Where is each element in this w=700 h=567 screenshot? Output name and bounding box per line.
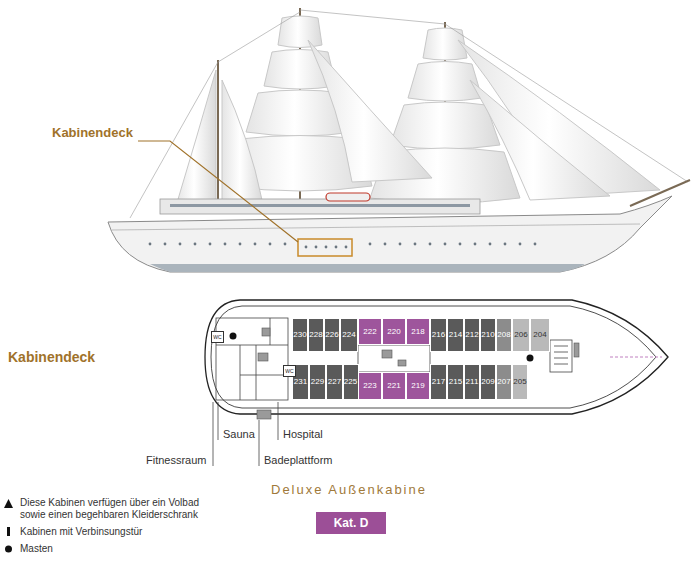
cabin-number: 215 [449, 378, 462, 386]
cabin-box: 205 [512, 364, 528, 400]
cabin-number: 204 [533, 331, 546, 339]
cabin-number: 231 [294, 378, 307, 386]
cabin-number: 227 [328, 378, 341, 386]
cabin-box: 228 [308, 318, 324, 352]
legend-bar [7, 527, 10, 536]
category-text: Kat. D [334, 517, 369, 529]
room-label: WC [285, 369, 293, 374]
cabin-box: 209 [480, 364, 496, 400]
legend-item: Kabinen mit Verbinsungstür [20, 526, 142, 538]
cabin-box: 222 [358, 318, 382, 345]
category-badge: Kat. D [316, 512, 386, 534]
cabin-number: 208 [497, 331, 510, 339]
cabin-number: 225 [344, 378, 357, 386]
cabin-number: 224 [342, 331, 355, 339]
cabin-box: 227 [326, 364, 343, 400]
wc-box: WC [211, 331, 224, 343]
callout-label: Kabinendeck [52, 126, 133, 141]
cabin-box: 219 [406, 372, 430, 400]
cabin-number: 218 [411, 328, 424, 336]
deck-rooms [216, 318, 572, 400]
category-title: Deluxe Außenkabine [271, 483, 427, 498]
cabin-box: 223 [358, 372, 382, 400]
cabin-box: 208 [496, 318, 512, 352]
room-label: Badeplattform [264, 454, 332, 467]
legend-item: Diese Kabinen verfügen über ein Volbad s… [20, 497, 210, 521]
room-label: Fitnessraum [146, 454, 207, 467]
legend-dot [5, 546, 12, 553]
leader-line [138, 141, 298, 242]
cabin-box: 217 [430, 364, 447, 400]
room-label: Hospital [283, 428, 323, 441]
cabin-number: 207 [497, 378, 510, 386]
cabin-box: 225 [343, 364, 359, 400]
legend-text: Diese Kabinen verfügen über ein Volbad s… [20, 497, 199, 520]
legend-triangle [4, 499, 13, 508]
cabin-number: 210 [481, 331, 494, 339]
cabin-box: 218 [406, 318, 430, 345]
hull [108, 180, 690, 272]
rigging [130, 10, 688, 218]
sails [176, 16, 660, 206]
room-label: WC [213, 335, 221, 340]
deck-label: Kabinendeck [8, 349, 95, 365]
deck-highlight [298, 239, 352, 256]
legend-text: Kabinen mit Verbinsungstür [20, 526, 142, 537]
cabin-box: 230 [292, 318, 308, 352]
cabin-number: 214 [449, 331, 462, 339]
cabin-number: 221 [387, 382, 400, 390]
cabin-box: 210 [480, 318, 496, 352]
cabin-box: 214 [447, 318, 464, 352]
cabin-number: 206 [514, 331, 527, 339]
cabin-box: 216 [430, 318, 447, 352]
cabin-number: 220 [387, 328, 400, 336]
cabin-number: 219 [411, 382, 424, 390]
cabin-number: 226 [325, 331, 338, 339]
cabin-box: 206 [512, 318, 530, 352]
cabin-number: 222 [363, 328, 376, 336]
cabin-number: 216 [432, 331, 445, 339]
cabin-number: 229 [311, 378, 324, 386]
cabin-box: 220 [382, 318, 406, 345]
deck-plan-outline [205, 300, 668, 414]
cabin-box: 212 [464, 318, 480, 352]
cabin-box: 221 [382, 372, 406, 400]
cabin-box: 229 [309, 364, 326, 400]
room-label: Sauna [223, 428, 255, 441]
cabin-number: 212 [465, 331, 478, 339]
wc-box: WC [283, 365, 296, 377]
cabin-box: 207 [496, 364, 512, 400]
cabin-number: 230 [293, 331, 306, 339]
cabin-number: 211 [466, 378, 479, 386]
cabin-number: 205 [513, 378, 526, 386]
cabin-box: 204 [530, 318, 550, 352]
cabin-number: 209 [481, 378, 494, 386]
cabin-number: 217 [432, 378, 445, 386]
legend-item: Masten [20, 543, 53, 555]
cabin-number: 223 [363, 382, 376, 390]
cabin-number: 228 [309, 331, 322, 339]
legend-text: Masten [20, 543, 53, 554]
cabin-box: 224 [340, 318, 358, 352]
cabin-box: 211 [464, 364, 480, 400]
cabin-box: 226 [324, 318, 340, 352]
cabin-box: 215 [447, 364, 464, 400]
